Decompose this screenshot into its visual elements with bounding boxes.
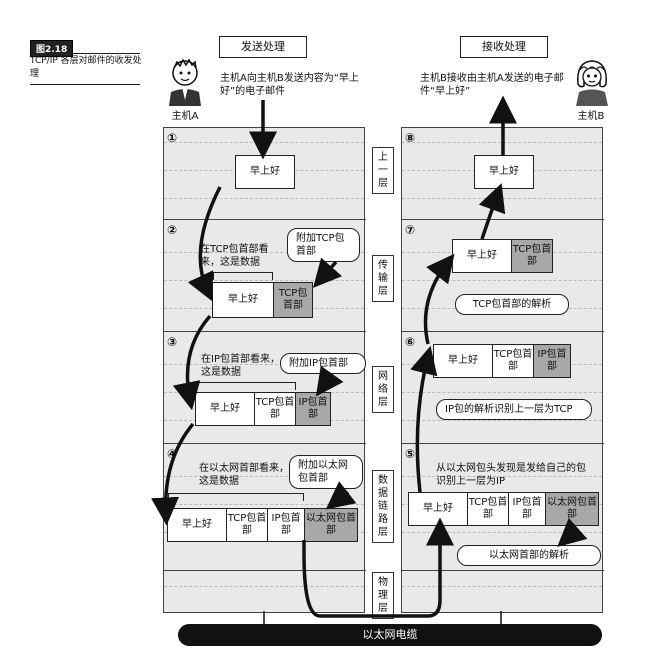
recv-tcp-parse-callout: TCP包首部的解析 bbox=[455, 294, 569, 315]
recv-ip-data-box: 早上好 bbox=[433, 344, 493, 378]
send-data-upper: 早上好 bbox=[235, 155, 295, 189]
figure-tag: 图2.18 bbox=[30, 40, 74, 57]
send-ip-header-box: IP包首部 bbox=[295, 392, 331, 426]
send-ip-tcp-box: TCP包首部 bbox=[254, 392, 296, 426]
step-7-number: ⑦ bbox=[405, 223, 416, 237]
layer-transport-label: 传输层 bbox=[372, 255, 394, 302]
recv-tcp-header-box: TCP包首部 bbox=[511, 239, 553, 273]
step-3-number: ③ bbox=[167, 335, 178, 349]
receive-divider-3 bbox=[401, 443, 604, 444]
host-b-note: 主机B接收由主机A发送的电子邮件“早上好” bbox=[420, 73, 564, 97]
host-a-note: 主机A向主机B发送内容为“早上好”的电子邮件 bbox=[220, 73, 359, 97]
send-eth-ip-box: IP包首部 bbox=[267, 508, 305, 542]
receive-header: 接收处理 bbox=[460, 36, 548, 58]
receive-divider-2 bbox=[401, 331, 604, 332]
recv-eth-parse-callout: 以太网首部的解析 bbox=[457, 545, 601, 566]
step-2-number: ② bbox=[167, 223, 178, 237]
receive-divider-4 bbox=[401, 570, 604, 571]
step-8-number: ⑧ bbox=[405, 131, 416, 145]
layer-network-label: 网络层 bbox=[372, 366, 394, 413]
step-5-number: ⑤ bbox=[405, 447, 416, 461]
send-eth-header-box: 以太网包首部 bbox=[304, 508, 358, 542]
send-divider-1 bbox=[163, 219, 366, 220]
layer-datalink-label: 数据链路层 bbox=[372, 470, 394, 543]
send-tcp-add-callout: 附加TCP包首部 bbox=[287, 228, 360, 262]
host-b-label: 主机B bbox=[577, 111, 605, 122]
layer-physical-label: 物理层 bbox=[372, 572, 394, 619]
send-divider-2 bbox=[163, 331, 366, 332]
host-b-person-icon bbox=[570, 56, 614, 106]
recv-ip-parse-callout: IP包的解析识别上一层为TCP bbox=[436, 399, 592, 420]
step-4-number: ④ bbox=[167, 447, 178, 461]
caption-rule-bottom bbox=[30, 84, 140, 85]
recv-eth-tcp-box: TCP包首部 bbox=[467, 492, 509, 526]
send-tcp-view-text: 在TCP包首部看来，这是数据 bbox=[200, 244, 269, 268]
send-ip-view-text: 在IP包首部看来，这是数据 bbox=[201, 354, 280, 378]
recv-ip-header-box: IP包首部 bbox=[533, 344, 571, 378]
recv-eth-ip-box: IP包首部 bbox=[508, 492, 546, 526]
host-a-label: 主机A bbox=[171, 111, 199, 122]
recv-ip-tcp-box: TCP包首部 bbox=[492, 344, 534, 378]
step-6-number: ⑥ bbox=[405, 335, 416, 349]
caption-rule-top bbox=[30, 53, 140, 54]
receive-divider-1 bbox=[401, 219, 604, 220]
send-eth-view-text: 在以太网首部看来，这是数据 bbox=[199, 463, 289, 487]
ethernet-cable-label: 以太网电缆 bbox=[362, 628, 418, 641]
send-tcp-data-box: 早上好 bbox=[212, 282, 274, 318]
step-1-number: ① bbox=[167, 131, 178, 145]
figure-caption: TCP/IP 各层对邮件的收发处理 bbox=[30, 56, 142, 79]
send-header: 发送处理 bbox=[219, 36, 307, 58]
layer-upper-label: 上一层 bbox=[372, 147, 394, 194]
ethernet-cable: 以太网电缆 bbox=[178, 624, 602, 646]
send-divider-4 bbox=[163, 570, 366, 571]
send-divider-3 bbox=[163, 443, 366, 444]
send-tcp-bracket bbox=[213, 272, 273, 280]
host-a-person-icon bbox=[163, 56, 207, 106]
recv-eth-note: 从以太网包头发现是发给自己的包识别上一层为IP bbox=[436, 463, 586, 487]
send-tcp-header-box: TCP包首部 bbox=[273, 282, 313, 318]
